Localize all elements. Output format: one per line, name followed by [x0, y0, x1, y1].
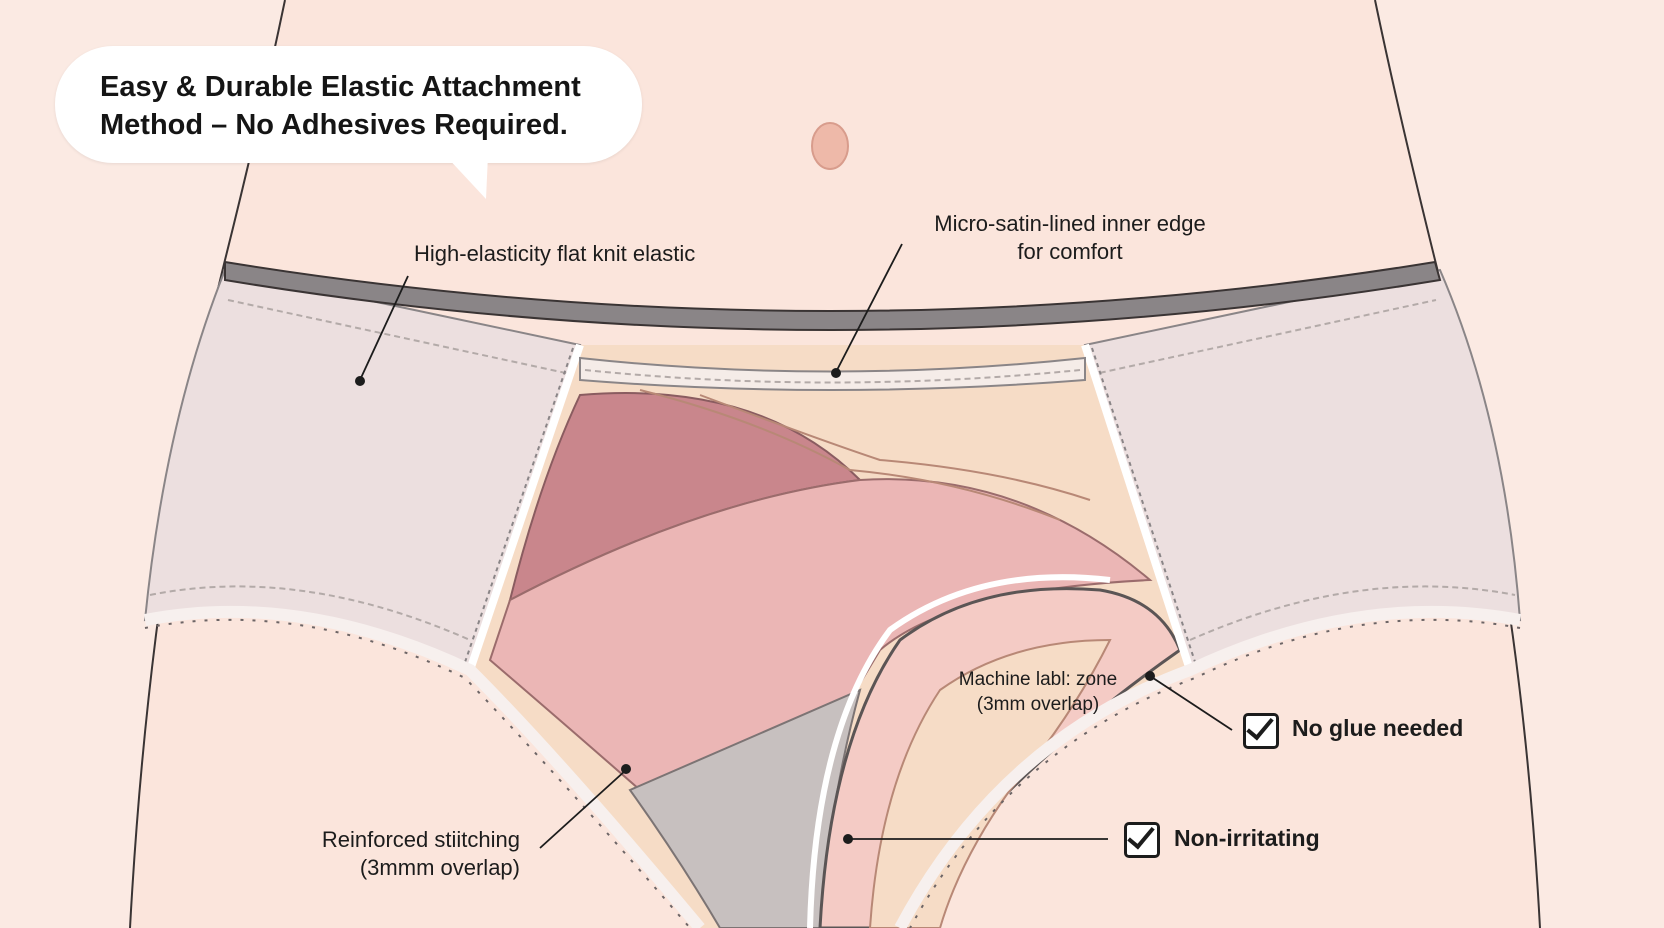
callout-bubble [55, 46, 642, 163]
inner-lining-edge [807, 574, 1111, 928]
leader-dot-stitching [621, 764, 631, 774]
right-leg-trim [894, 605, 1522, 928]
inner-lining-cream [868, 638, 1112, 928]
left-side-stitch-top [227, 299, 576, 376]
label-machine-zone-line-2: (3mm overlap) [976, 694, 1100, 715]
leader-dot-satin-edge [831, 368, 841, 378]
left-side-stitch-bottom [149, 585, 471, 641]
label-machine-zone: Machine labl: zone (3mm overlap) [948, 667, 1128, 717]
right-seam-stitch [1081, 343, 1194, 672]
label-satin-edge: Micro-satin-lined inner edge for comfort [905, 210, 1235, 266]
leader-machine-zone [1149, 675, 1233, 731]
leader-dot-machine-zone [1145, 671, 1155, 681]
left-seam-stitch [466, 343, 584, 672]
checkbox-checked-icon [1243, 713, 1279, 749]
label-flat-knit-elastic: High-elasticity flat knit elastic [414, 241, 696, 266]
leader-satin-edge [835, 243, 903, 373]
callout-bubble-tail [445, 155, 488, 199]
feature-non-irritating: Non-irritating [1174, 825, 1320, 851]
light-pink-panel [488, 478, 1153, 792]
checkbox-checked-icon [1124, 822, 1160, 858]
cream-layer-lines [639, 389, 1091, 521]
callout-text: Easy & Durable Elastic Attachment Method… [100, 68, 581, 144]
leader-dot-flat-knit [355, 376, 365, 386]
callout-line-1: Easy & Durable Elastic Attachment [100, 71, 581, 103]
right-side-stitch-top [1089, 299, 1437, 376]
leader-flat-knit [359, 275, 409, 381]
navel [811, 122, 849, 170]
waistband-elastic [224, 260, 1442, 331]
label-satin-edge-line-1: Micro-satin-lined inner edge [934, 211, 1206, 236]
label-machine-zone-line-1: Machine labl: zone [958, 669, 1118, 690]
label-stitching-line-1: Reinforced stiitching [321, 827, 520, 852]
left-seam-stitch-dash [462, 347, 574, 669]
left-leg-trim-edge [144, 618, 691, 928]
label-reinforced-stitching: Reinforced stiitching (3mmm overlap) [260, 826, 520, 882]
right-leg-trim-edge [909, 618, 1521, 928]
callout-line-2: Method – No Adhesives Required. [100, 109, 568, 141]
leader-stitching [539, 769, 627, 849]
label-stitching-line-2: (3mmm overlap) [359, 855, 520, 880]
label-satin-edge-line-2: for comfort [1017, 239, 1123, 264]
leader-dot-non-irritating [843, 834, 853, 844]
right-side-stitch-bottom [1189, 585, 1516, 641]
feature-no-glue: No glue needed [1292, 715, 1464, 741]
left-leg-trim [143, 605, 705, 928]
right-seam-stitch-dash [1091, 347, 1198, 669]
